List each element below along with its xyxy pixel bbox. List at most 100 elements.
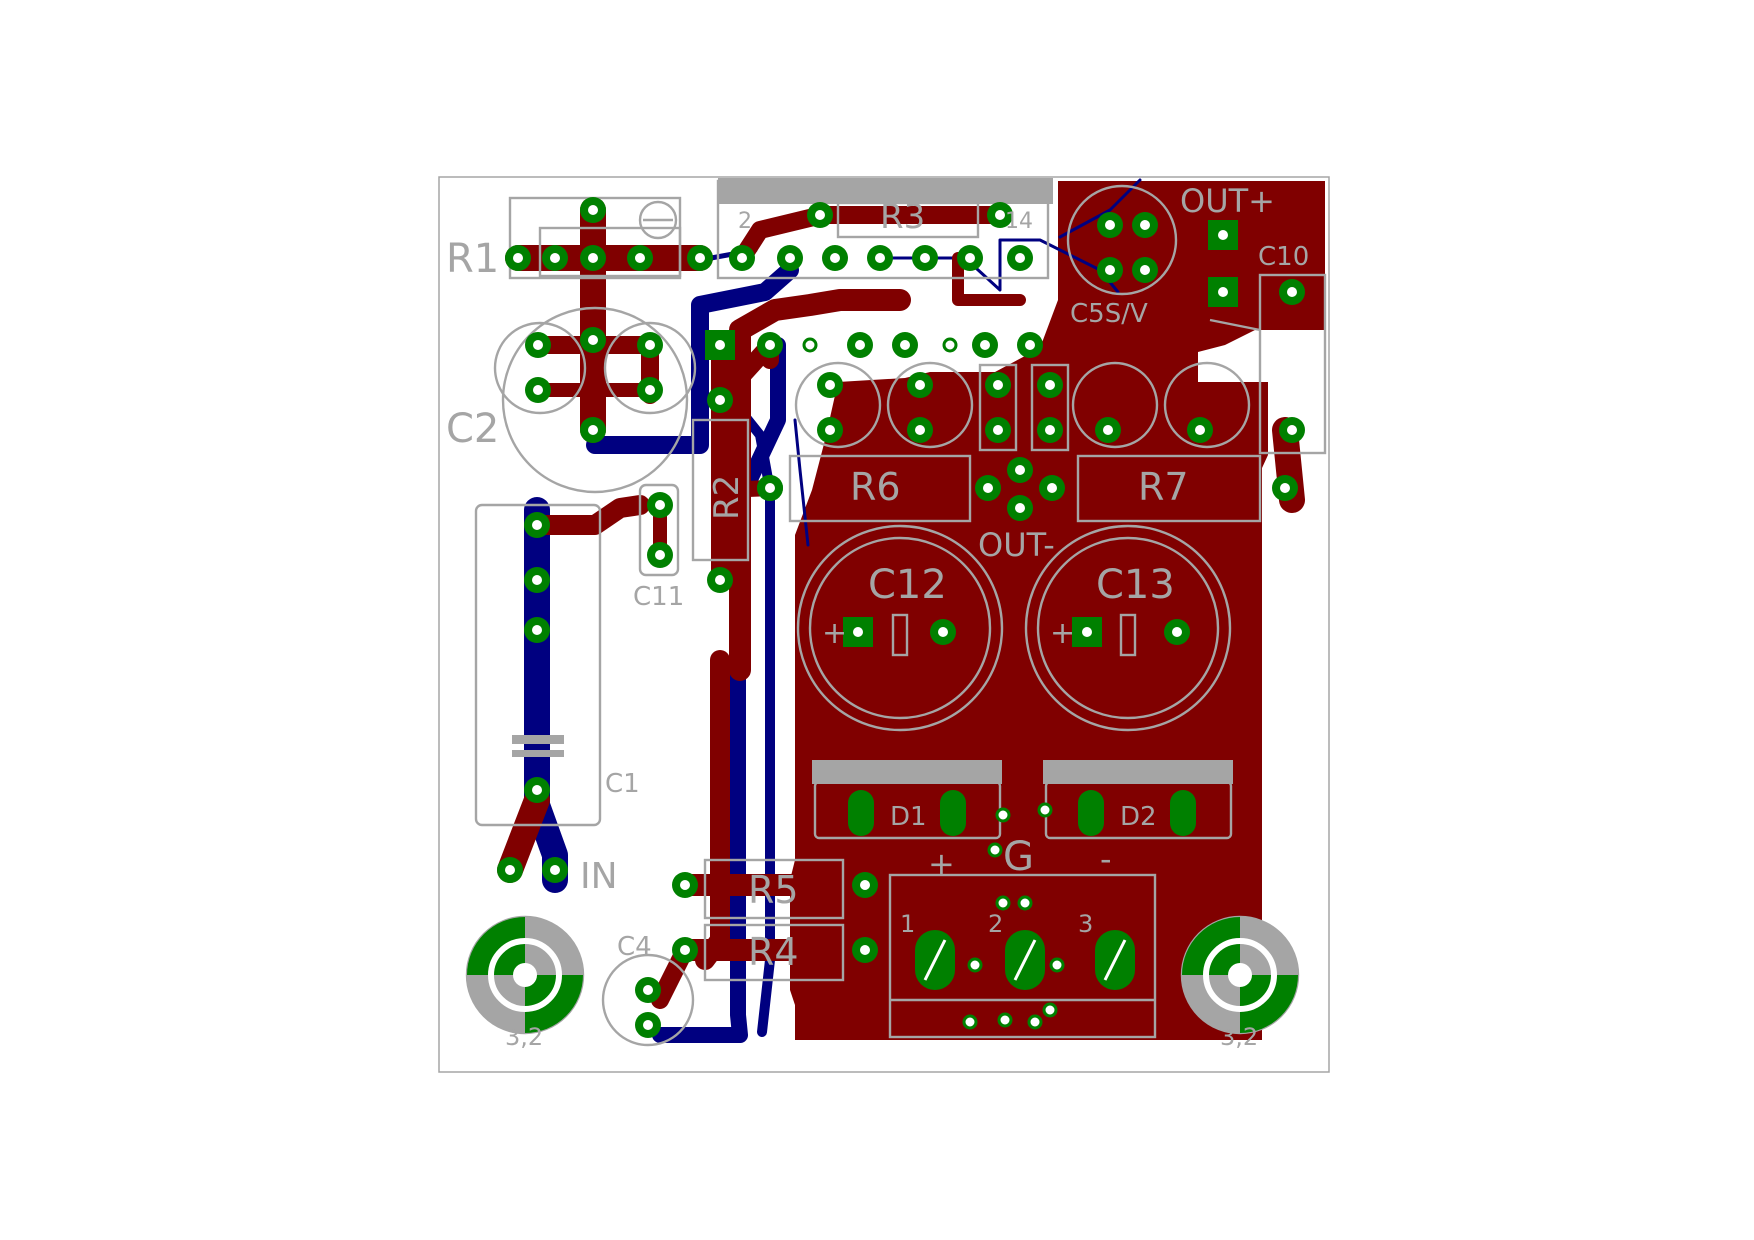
pad-drill bbox=[737, 253, 747, 263]
label-out-minus: OUT- bbox=[978, 526, 1055, 564]
pad-drill bbox=[1045, 380, 1055, 390]
pad-drill bbox=[993, 380, 1003, 390]
mounting-hole-right bbox=[1182, 917, 1298, 1033]
label-pin3: 3 bbox=[1078, 910, 1093, 938]
pad-drill bbox=[785, 253, 795, 263]
pad-drill bbox=[513, 253, 523, 263]
via bbox=[995, 807, 1011, 823]
pad-drill bbox=[920, 253, 930, 263]
label-out-plus: OUT+ bbox=[1180, 182, 1275, 220]
label-c2: C2 bbox=[446, 406, 499, 452]
pad-drill bbox=[915, 425, 925, 435]
label-pin1: 1 bbox=[900, 910, 915, 938]
pad-drill bbox=[645, 340, 655, 350]
pad-drill bbox=[1015, 503, 1025, 513]
pad-drill bbox=[855, 340, 865, 350]
pad-drill bbox=[1218, 230, 1228, 240]
pad-drill bbox=[995, 210, 1005, 220]
via bbox=[942, 337, 958, 353]
pad-drill bbox=[588, 205, 598, 215]
pad-drill bbox=[1082, 627, 1092, 637]
label-r6: R6 bbox=[850, 465, 901, 509]
label-c11: C11 bbox=[633, 582, 684, 612]
label-r3: R3 bbox=[880, 197, 925, 237]
label-ic-pin14: 14 bbox=[1005, 209, 1033, 234]
pad-drill bbox=[1105, 265, 1115, 275]
silkscreen-layer bbox=[465, 178, 1327, 1047]
pad-drill bbox=[715, 575, 725, 585]
label-r4: R4 bbox=[748, 930, 799, 974]
pad-drill bbox=[532, 575, 542, 585]
pad-drill bbox=[532, 625, 542, 635]
pad-drill bbox=[980, 340, 990, 350]
labels: R1 C2 R3 2 14 OUT+ C10 C5S/V R2 R6 R7 OU… bbox=[446, 182, 1309, 1051]
pad-drill bbox=[655, 550, 665, 560]
via bbox=[987, 842, 1003, 858]
pad-drill bbox=[1140, 265, 1150, 275]
pad-drill bbox=[1045, 425, 1055, 435]
label-hole-left: 3,2 bbox=[505, 1023, 543, 1051]
pad-drill bbox=[635, 253, 645, 263]
pad-drill bbox=[1287, 425, 1297, 435]
pad-drill bbox=[1047, 483, 1057, 493]
pad-drill bbox=[680, 880, 690, 890]
pad-drill bbox=[532, 520, 542, 530]
pad-drill bbox=[853, 627, 863, 637]
label-r5: R5 bbox=[748, 868, 799, 912]
pad-drill bbox=[1218, 287, 1228, 297]
label-c1: C1 bbox=[605, 769, 640, 799]
pad-drill bbox=[1280, 483, 1290, 493]
via bbox=[1049, 957, 1065, 973]
pad-drill bbox=[550, 253, 560, 263]
label-r7: R7 bbox=[1138, 465, 1189, 509]
pad-drill bbox=[875, 253, 885, 263]
pad-drill bbox=[645, 385, 655, 395]
label-c5: C5S/V bbox=[1070, 299, 1148, 329]
pad-drill bbox=[830, 253, 840, 263]
pad-drill bbox=[655, 500, 665, 510]
pad-drill bbox=[715, 340, 725, 350]
pad-drill bbox=[1172, 627, 1182, 637]
pad-drill bbox=[900, 340, 910, 350]
pad-drill bbox=[588, 335, 598, 345]
label-r1: R1 bbox=[446, 236, 499, 282]
pad-drill bbox=[815, 210, 825, 220]
label-minus: - bbox=[1100, 840, 1112, 878]
pad-drill bbox=[765, 340, 775, 350]
pad-drill bbox=[860, 880, 870, 890]
pad-drill bbox=[532, 785, 542, 795]
pad-drill bbox=[695, 253, 705, 263]
pad-drill bbox=[1015, 253, 1025, 263]
via bbox=[1017, 895, 1033, 911]
pad-drill bbox=[1105, 220, 1115, 230]
pad-drill bbox=[1195, 425, 1205, 435]
label-pin2: 2 bbox=[988, 910, 1003, 938]
label-hole-right: 3,2 bbox=[1220, 1023, 1258, 1051]
label-c12-polarity: + bbox=[822, 616, 847, 651]
label-c13: C13 bbox=[1096, 562, 1175, 608]
pad-drill bbox=[1287, 287, 1297, 297]
label-c13-polarity: + bbox=[1050, 616, 1075, 651]
pad-drill bbox=[1140, 220, 1150, 230]
via bbox=[802, 337, 818, 353]
pad-drill bbox=[965, 253, 975, 263]
pad-drill bbox=[1015, 465, 1025, 475]
pad-drill bbox=[588, 425, 598, 435]
pad-drill bbox=[1025, 340, 1035, 350]
pad-drill bbox=[715, 395, 725, 405]
via bbox=[967, 957, 983, 973]
via bbox=[1042, 1002, 1058, 1018]
label-d2: D2 bbox=[1120, 802, 1157, 832]
label-c10: C10 bbox=[1258, 242, 1309, 272]
mounting-hole-left bbox=[467, 917, 583, 1033]
label-in: IN bbox=[580, 856, 618, 897]
component-pads bbox=[497, 197, 1305, 1038]
pad-drill bbox=[533, 385, 543, 395]
pad-drill bbox=[550, 865, 560, 875]
label-g: G bbox=[1003, 834, 1034, 880]
via bbox=[1027, 1014, 1043, 1030]
pad-drill bbox=[993, 425, 1003, 435]
via bbox=[1037, 802, 1053, 818]
oval-pads bbox=[848, 790, 1196, 990]
